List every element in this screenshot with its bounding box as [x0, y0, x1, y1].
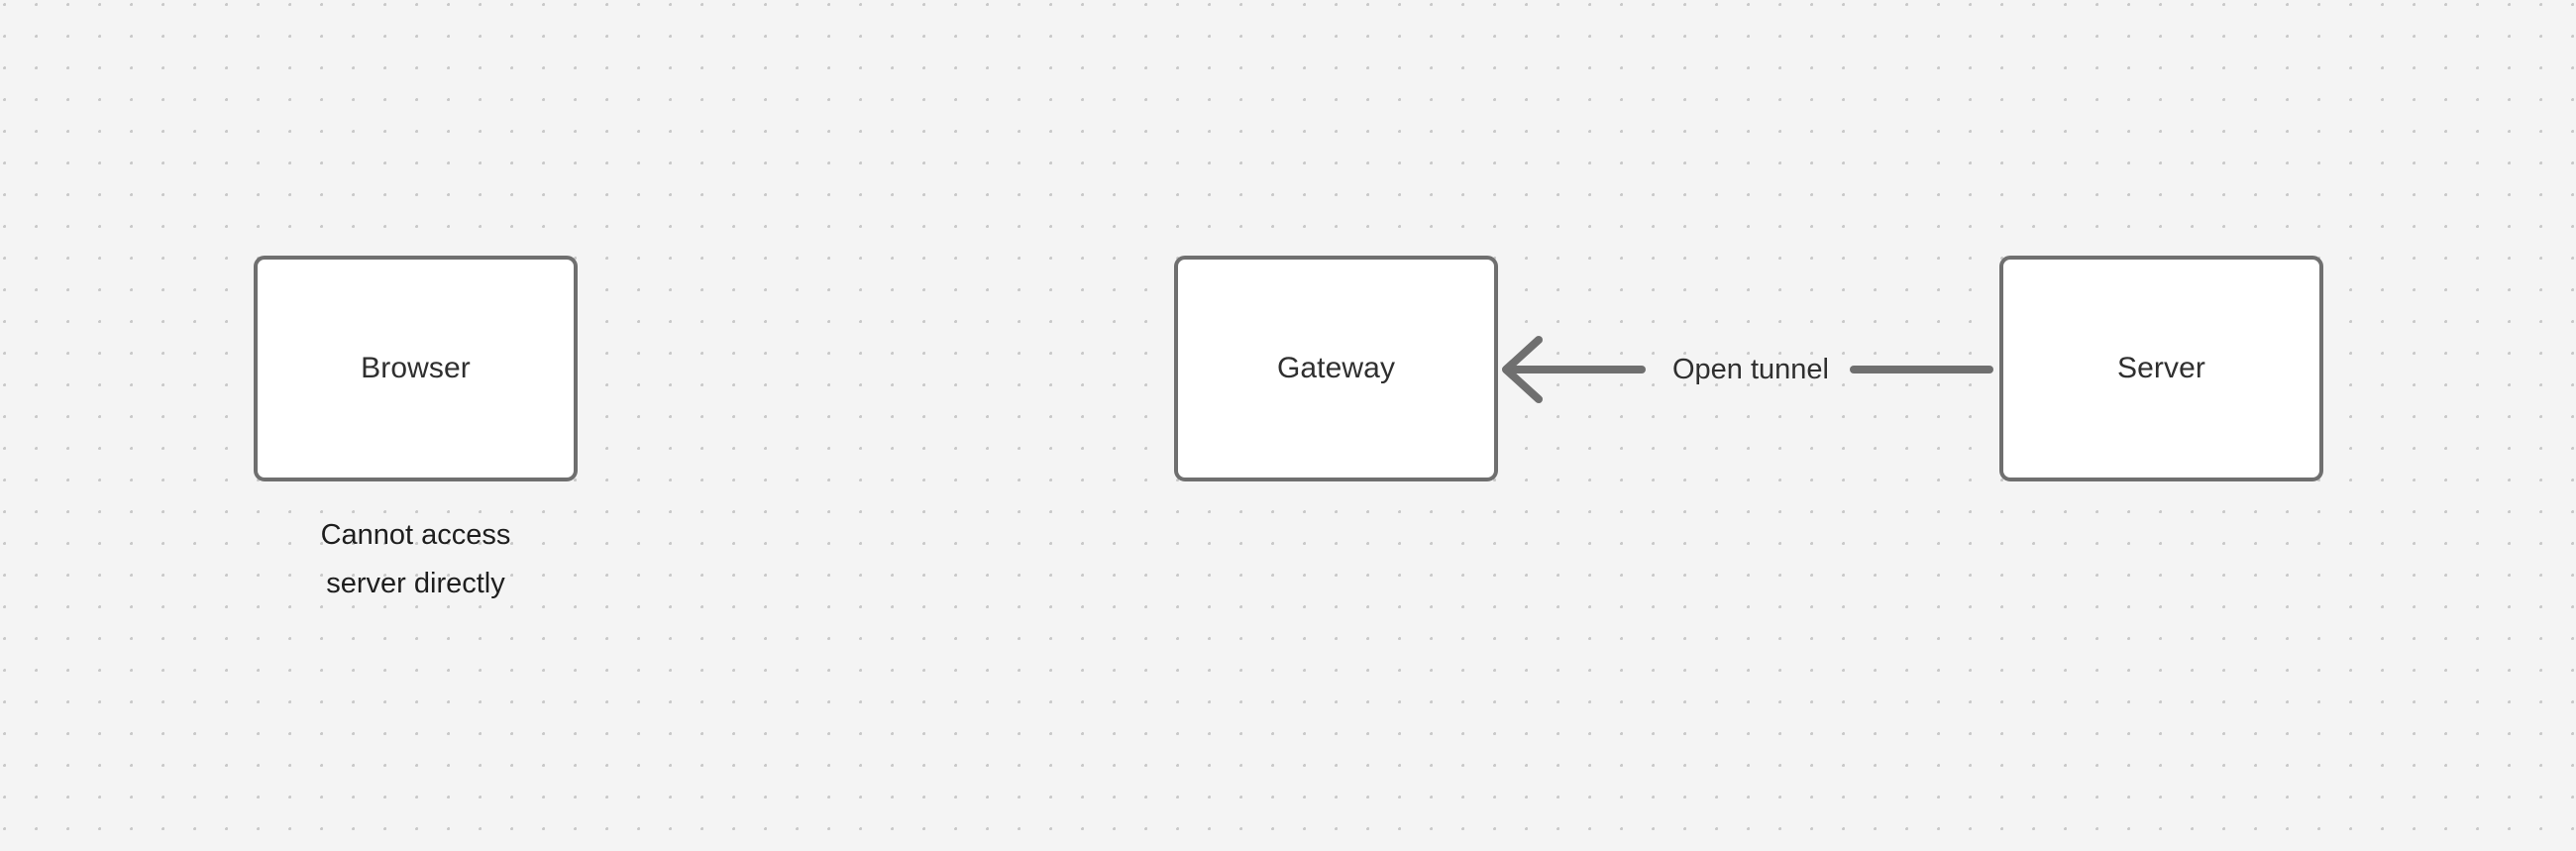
edge-open-tunnel-label: Open tunnel	[1671, 354, 1829, 385]
node-browser[interactable]: Browser	[254, 256, 578, 481]
arrowhead-left-icon	[1502, 336, 1543, 403]
node-gateway-label: Gateway	[1276, 352, 1396, 384]
edge-open-tunnel[interactable]	[1491, 327, 2006, 416]
node-gateway[interactable]: Gateway	[1174, 256, 1498, 481]
browser-note-line-2: server directly	[326, 568, 505, 599]
node-server-label: Server	[2117, 352, 2205, 384]
node-browser-label: Browser	[361, 352, 471, 384]
browser-note-line-1: Cannot access	[320, 519, 511, 551]
node-server[interactable]: Server	[1999, 256, 2323, 481]
browser-note-caption: Cannot access server directly	[254, 511, 578, 608]
